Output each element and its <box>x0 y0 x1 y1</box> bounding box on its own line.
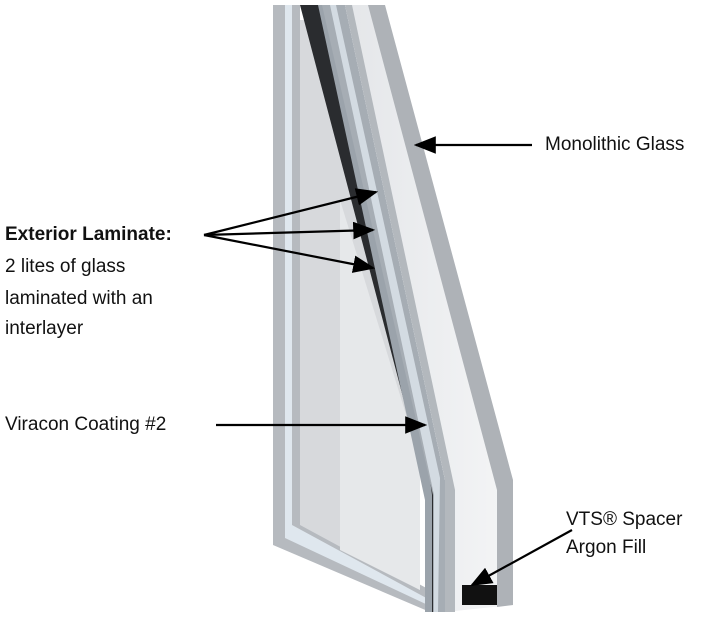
arrow-laminate-1 <box>203 188 379 237</box>
arrow-laminate-2 <box>203 221 376 240</box>
label-viracon-coating: Viracon Coating #2 <box>5 414 167 435</box>
label-exterior-laminate: Exterior Laminate: <box>5 224 172 245</box>
arrow-laminate-3 <box>203 233 376 273</box>
label-exterior-line-2: laminated with an <box>5 288 153 309</box>
arrow-spacer <box>470 529 573 587</box>
label-argon-fill: Argon Fill <box>566 537 647 558</box>
label-exterior-line-1: 2 lites of glass <box>5 256 126 277</box>
label-vts-spacer: VTS® Spacer <box>566 509 683 530</box>
monolithic-glass-pane <box>345 5 513 612</box>
label-exterior-line-3: interlayer <box>5 318 84 339</box>
spacer-block <box>462 585 497 605</box>
label-monolithic-glass: Monolithic Glass <box>545 134 685 155</box>
rear-frame <box>273 5 430 612</box>
